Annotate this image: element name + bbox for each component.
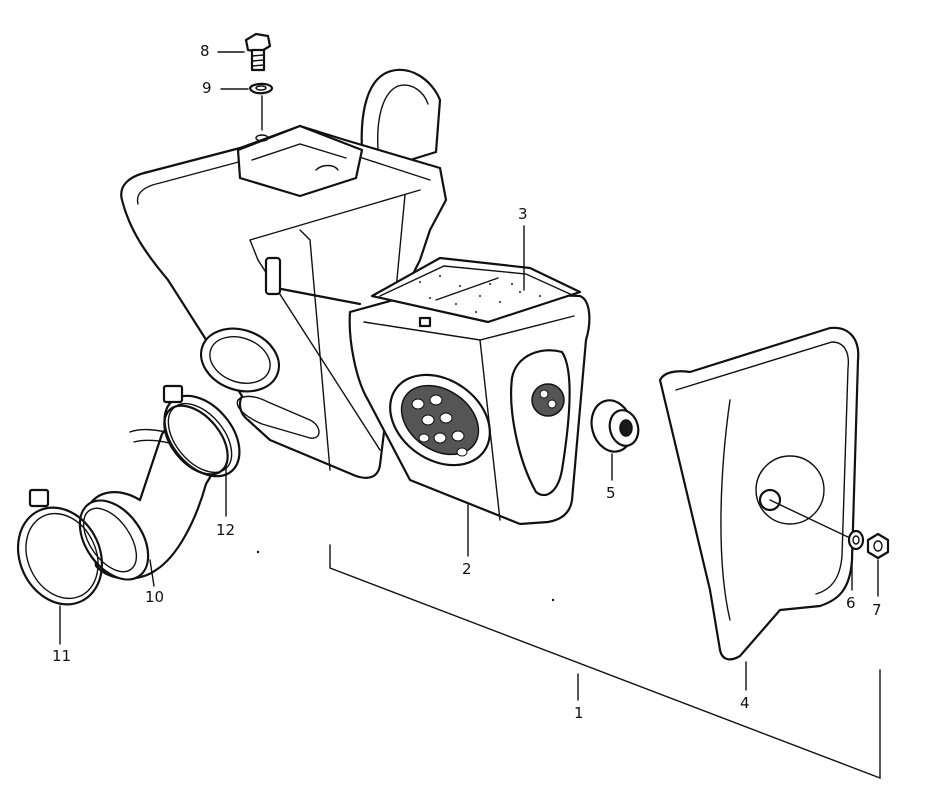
grommet: [590, 399, 640, 453]
hose-clamp-large: [16, 488, 104, 606]
callout-8: 8: [200, 42, 210, 60]
callout-4: 4: [740, 694, 750, 712]
callout-1: 1: [574, 704, 584, 722]
bolt: [244, 32, 272, 72]
filter-element: [370, 256, 582, 328]
air-cleaner-cover: [658, 326, 860, 661]
washer: [847, 529, 865, 551]
callout-7: 7: [872, 601, 882, 619]
callout-6: 6: [846, 594, 856, 612]
hose-clamp-small: [162, 384, 241, 478]
filter-frame: [348, 288, 591, 526]
callout-9: 9: [202, 79, 212, 97]
callout-5: 5: [606, 484, 616, 502]
nut: [866, 532, 890, 560]
callout-12: 12: [216, 521, 236, 539]
callout-10: 10: [145, 588, 165, 606]
intake-boot: [78, 404, 229, 581]
callout-3: 3: [518, 205, 528, 223]
spring-washer: [248, 82, 274, 95]
leader-lines: [59, 51, 881, 780]
callout-2: 2: [462, 560, 472, 578]
callout-11: 11: [52, 647, 72, 665]
